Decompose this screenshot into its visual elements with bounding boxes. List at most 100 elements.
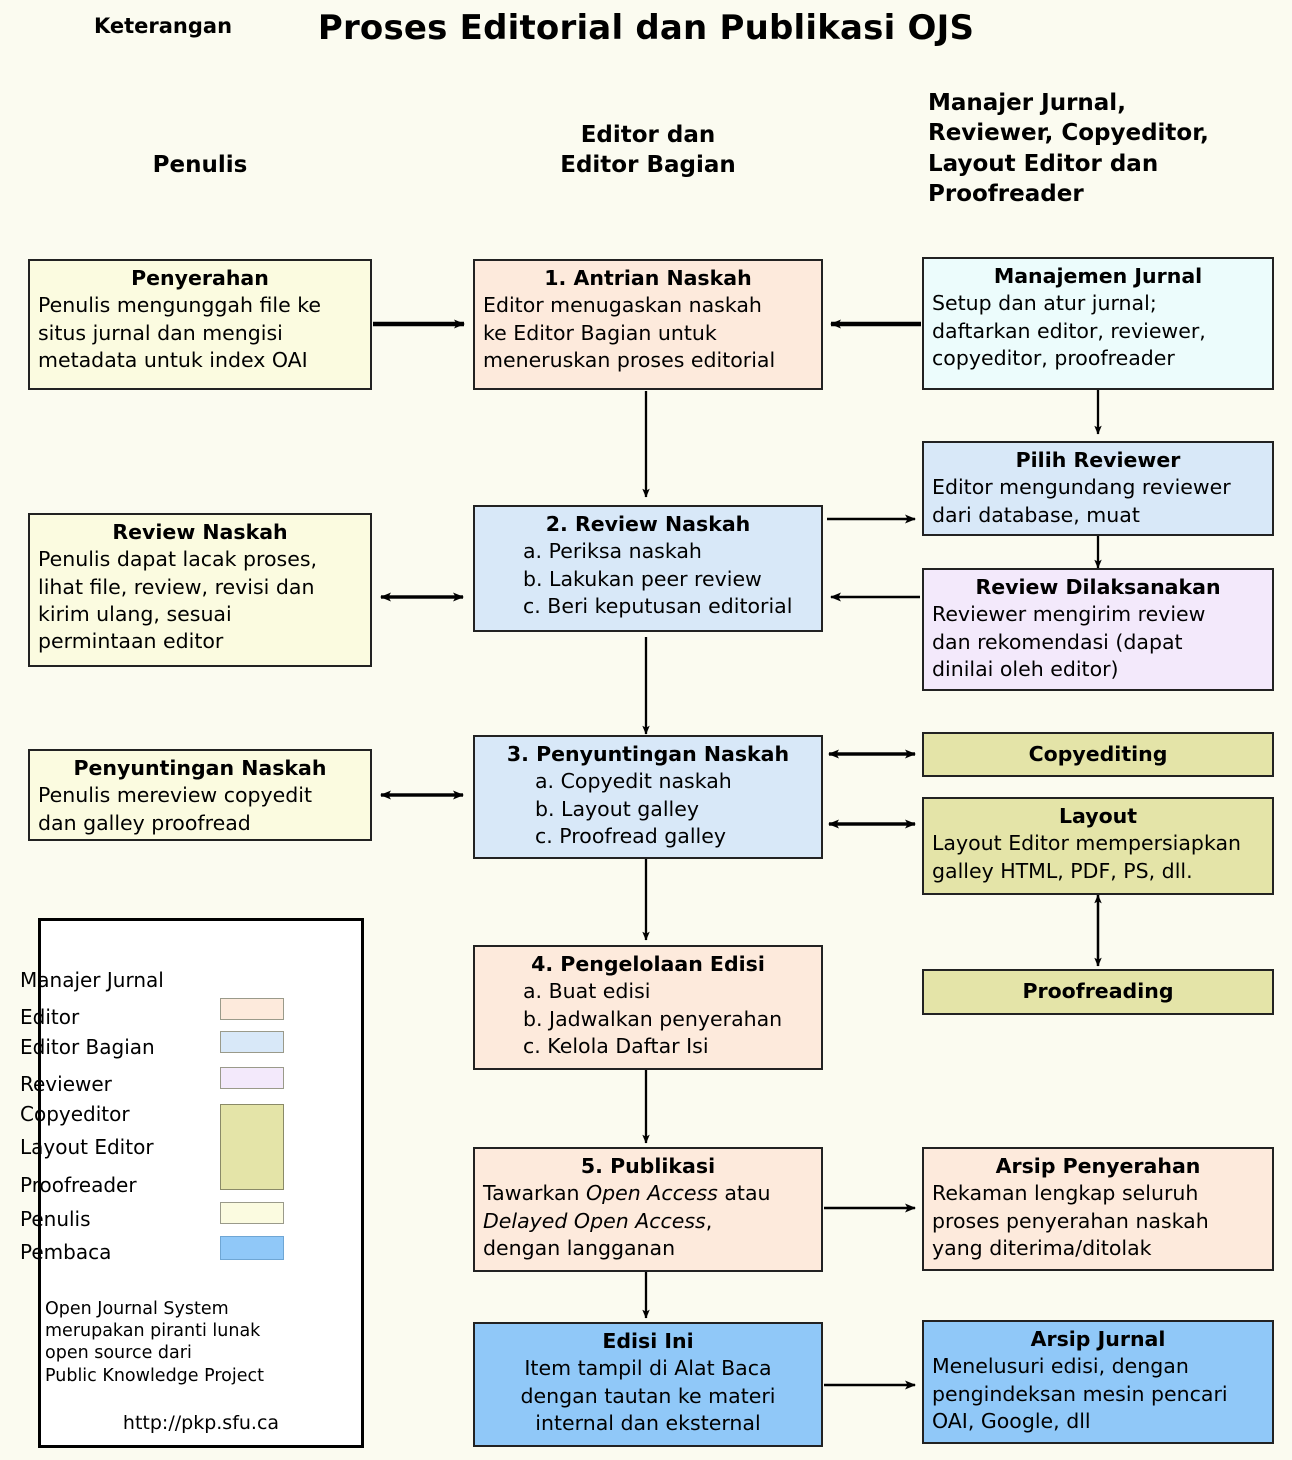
box-arsip-penyerahan-line2: proses penyerahan naskah — [932, 1208, 1209, 1233]
legend-label-editor: Editor — [20, 1005, 80, 1029]
column-header-manajer-line3: Layout Editor dan — [928, 150, 1159, 177]
box-antrian-naskah-line2: ke Editor Bagian untuk — [483, 320, 717, 345]
box-layout[interactable]: Layout Layout Editor mempersiapkan galle… — [922, 797, 1274, 895]
box-penyerahan-line2: situs jurnal dan mengisi — [38, 320, 283, 345]
box-layout-line1: Layout Editor mempersiapkan — [932, 831, 1242, 856]
box-penyuntingan-naskah-item-c: c. Proofread galley — [535, 823, 726, 848]
box-antrian-naskah-line1: Editor menugaskan naskah — [483, 293, 762, 318]
legend-label-reviewer: Reviewer — [20, 1072, 112, 1096]
box-manajemen-jurnal[interactable]: Manajemen Jurnal Setup dan atur jurnal; … — [922, 257, 1274, 390]
column-header-penulis: Penulis — [152, 152, 248, 178]
box-edisi-ini[interactable]: Edisi Ini Item tampil di Alat Baca denga… — [473, 1322, 823, 1447]
box-review-naskah-list: a. Periksa naskah b. Lakukan peer review… — [483, 538, 813, 620]
box-pilih-reviewer-line1: Editor mengundang reviewer — [932, 475, 1231, 500]
box-publikasi-line1-b: atau — [717, 1181, 771, 1206]
box-penyerahan[interactable]: Penyerahan Penulis mengunggah file ke si… — [28, 259, 372, 390]
column-header-manajer-line2: Reviewer, Copyeditor, — [928, 120, 1209, 147]
box-pengelolaan-edisi-item-b: b. Jadwalkan penyerahan — [523, 1006, 783, 1031]
box-antrian-naskah-line3: meneruskan proses editorial — [483, 347, 776, 372]
box-pilih-reviewer-title: Pilih Reviewer — [1015, 448, 1181, 472]
legend-label-penulis: Penulis — [20, 1207, 91, 1231]
box-arsip-jurnal[interactable]: Arsip Jurnal Menelusuri edisi, dengan pe… — [922, 1320, 1274, 1444]
legend-note: Open Journal System merupakan piranti lu… — [45, 1298, 264, 1387]
box-publikasi-line1: Tawarkan Open Access atau — [483, 1180, 813, 1207]
legend-url: http://pkp.sfu.ca — [122, 1412, 280, 1434]
box-publikasi-line2-b: , — [705, 1208, 713, 1233]
box-review-naskah-item-c: c. Beri keputusan editorial — [523, 593, 793, 618]
box-penyuntingan-naskah[interactable]: 3. Penyuntingan Naskah a. Copyedit naska… — [473, 735, 823, 859]
box-review-naskah-item-a: a. Periksa naskah — [523, 539, 702, 564]
box-edisi-ini-line3: internal dan eksternal — [535, 1410, 761, 1435]
box-arsip-penyerahan[interactable]: Arsip Penyerahan Rekaman lengkap seluruh… — [922, 1147, 1274, 1271]
box-penyerahan-title: Penyerahan — [131, 266, 269, 290]
box-penyerahan-line3: metadata untuk index OAI — [38, 347, 308, 372]
column-header-editor-line1: Editor dan — [580, 122, 716, 148]
box-pilih-reviewer-line2: dari database, muat — [932, 502, 1140, 527]
box-proofreading-title: Proofreading — [1022, 979, 1174, 1003]
box-layout-line2: galley HTML, PDF, PS, dll. — [932, 858, 1193, 883]
box-layout-title: Layout — [1058, 804, 1138, 828]
box-pengelolaan-edisi-item-a: a. Buat edisi — [523, 979, 651, 1004]
box-penyuntingan-penulis-title: Penyuntingan Naskah — [73, 756, 327, 780]
box-manajemen-jurnal-line3: copyeditor, proofreader — [932, 345, 1175, 370]
box-pilih-reviewer[interactable]: Pilih Reviewer Editor mengundang reviewe… — [922, 441, 1274, 536]
box-arsip-jurnal-line1: Menelusuri edisi, dengan — [932, 1354, 1189, 1379]
box-publikasi-line3: dengan langganan — [483, 1235, 676, 1260]
box-penyuntingan-penulis[interactable]: Penyuntingan Naskah Penulis mereview cop… — [28, 749, 372, 841]
box-review-dilaksanakan[interactable]: Review Dilaksanakan Reviewer mengirim re… — [922, 568, 1274, 691]
box-publikasi-line2: Delayed Open Access, — [483, 1208, 813, 1235]
box-review-naskah-penulis-line1: Penulis dapat lacak proses, — [38, 547, 318, 572]
box-review-dilaksanakan-title: Review Dilaksanakan — [975, 575, 1221, 599]
legend-swatch-copyeditor-layout-proofreader — [220, 1104, 284, 1190]
legend-title: Keterangan — [93, 14, 233, 38]
box-arsip-jurnal-title: Arsip Jurnal — [1030, 1327, 1166, 1351]
box-copyediting[interactable]: Copyediting — [922, 732, 1274, 777]
box-review-dilaksanakan-line3: dinilai oleh editor) — [932, 656, 1119, 681]
box-publikasi[interactable]: 5. Publikasi Tawarkan Open Access atau D… — [473, 1147, 823, 1272]
box-antrian-naskah[interactable]: 1. Antrian Naskah Editor menugaskan nask… — [473, 259, 823, 390]
legend-label-manajer-jurnal: Manajer Jurnal — [20, 968, 164, 992]
box-copyediting-title: Copyediting — [1028, 742, 1168, 766]
legend-note-line4: Public Knowledge Project — [45, 1365, 264, 1386]
box-arsip-penyerahan-line3: yang diterima/ditolak — [932, 1235, 1152, 1260]
column-header-manajer-line4: Proofreader — [928, 181, 1084, 208]
box-antrian-naskah-title: 1. Antrian Naskah — [544, 266, 752, 290]
box-review-naskah-penulis-line4: permintaan editor — [38, 629, 224, 653]
legend-swatch-reviewer — [220, 1067, 284, 1089]
box-pengelolaan-edisi-list: a. Buat edisi b. Jadwalkan penyerahan c.… — [483, 978, 813, 1060]
column-header-editor-line2: Editor Bagian — [560, 152, 736, 179]
box-review-naskah-penulis-title: Review Naskah — [112, 520, 288, 544]
box-pengelolaan-edisi-title: 4. Pengelolaan Edisi — [531, 952, 765, 976]
box-publikasi-line1-italic: Open Access — [586, 1181, 718, 1206]
legend-label-editor-bagian: Editor Bagian — [20, 1035, 155, 1059]
box-penyuntingan-penulis-line2: dan galley proofread — [38, 810, 251, 835]
box-pengelolaan-edisi[interactable]: 4. Pengelolaan Edisi a. Buat edisi b. Ja… — [473, 945, 823, 1070]
column-header-editor: Editor dan Editor Bagian — [473, 120, 823, 181]
box-manajemen-jurnal-title: Manajemen Jurnal — [993, 264, 1203, 288]
box-review-naskah-penulis[interactable]: Review Naskah Penulis dapat lacak proses… — [28, 513, 372, 667]
page-title: Proses Editorial dan Publikasi OJS — [317, 8, 975, 48]
box-arsip-jurnal-line2: pengindeksan mesin pencari — [932, 1381, 1228, 1406]
legend-note-line1: Open Journal System — [45, 1299, 229, 1319]
box-penyuntingan-naskah-item-b: b. Layout galley — [535, 796, 699, 821]
column-header-manajer: Manajer Jurnal, Reviewer, Copyeditor, La… — [928, 88, 1288, 209]
legend-label-layout-editor: Layout Editor — [20, 1135, 154, 1159]
legend-label-copyeditor: Copyeditor — [20, 1102, 130, 1126]
legend-swatch-editor — [220, 998, 284, 1020]
box-review-naskah-penulis-line3: kirim ulang, sesuai — [38, 601, 232, 626]
box-proofreading[interactable]: Proofreading — [922, 969, 1274, 1015]
box-publikasi-line1-a: Tawarkan — [483, 1181, 587, 1206]
legend-note-line3: open source dari — [45, 1343, 192, 1364]
box-manajemen-jurnal-line2: daftarkan editor, reviewer, — [932, 318, 1206, 343]
box-publikasi-title: 5. Publikasi — [580, 1154, 716, 1178]
box-manajemen-jurnal-line1: Setup dan atur jurnal; — [932, 291, 1157, 316]
legend-swatch-pembaca — [220, 1236, 284, 1260]
box-review-naskah-penulis-line2: lihat file, review, revisi dan — [38, 574, 315, 599]
legend-label-pembaca: Pembaca — [20, 1240, 112, 1264]
box-penyuntingan-naskah-list: a. Copyedit naskah b. Layout galley c. P… — [483, 768, 813, 850]
box-review-naskah[interactable]: 2. Review Naskah a. Periksa naskah b. La… — [473, 505, 823, 632]
box-penyuntingan-naskah-title: 3. Penyuntingan Naskah — [506, 742, 790, 766]
legend-note-line2: merupakan piranti lunak — [45, 1321, 261, 1342]
column-header-manajer-line1: Manajer Jurnal, — [928, 90, 1126, 116]
